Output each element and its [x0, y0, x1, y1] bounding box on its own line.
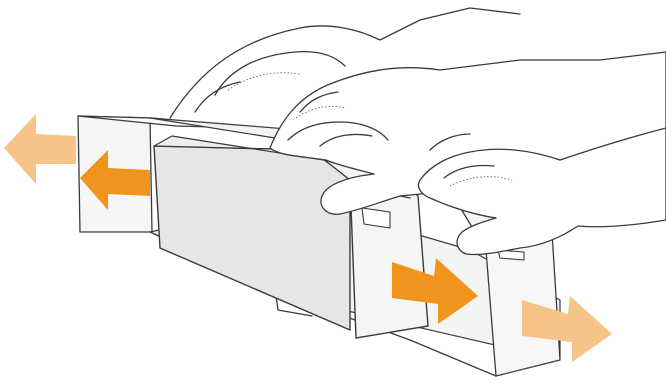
module-face — [154, 146, 350, 330]
arrow-left-light — [4, 114, 76, 184]
